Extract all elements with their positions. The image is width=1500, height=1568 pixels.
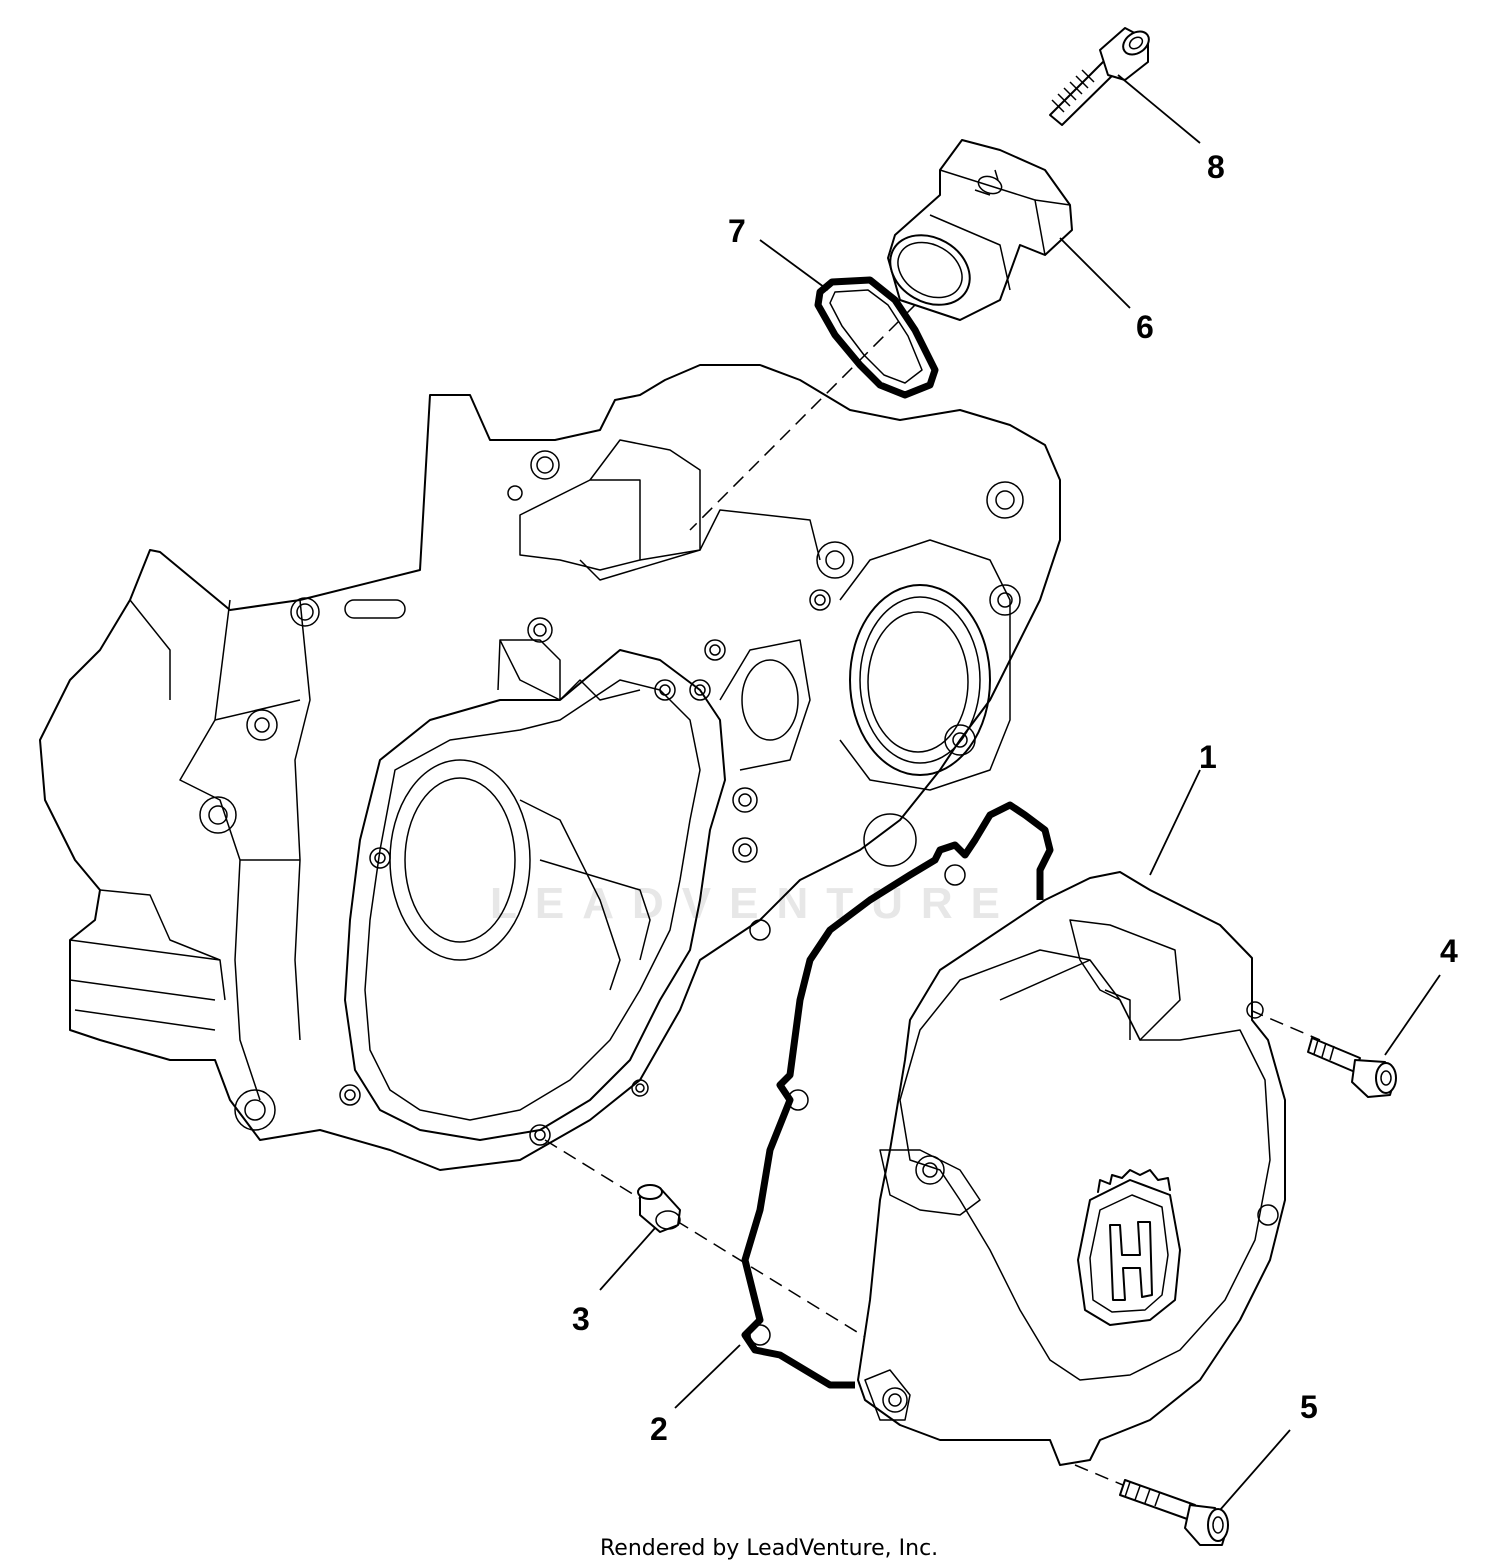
o-ring [814,276,939,399]
crankcase-half [39,364,1061,1171]
callout-6: 6 [1136,309,1154,345]
footer-credit: Rendered by LeadVenture, Inc. [600,1536,938,1561]
callout-5: 5 [1300,1389,1318,1425]
callout-4: 4 [1440,933,1458,969]
bolt-upper [1307,1037,1397,1098]
watermark: LEADVENTURE [490,879,1018,928]
callout-2: 2 [650,1411,668,1447]
callout-3: 3 [572,1301,590,1337]
coolant-fitting [887,139,1073,321]
cover-gasket [741,801,1054,1389]
brand-logo [1077,1169,1181,1326]
callout-1: 1 [1199,739,1217,775]
callout-8: 8 [1207,149,1225,185]
callout-7: 7 [728,213,746,249]
ignition-cover [857,871,1286,1466]
bolt-lower [1119,1479,1229,1546]
dowel-pin [637,1184,681,1233]
screw [1049,27,1150,126]
